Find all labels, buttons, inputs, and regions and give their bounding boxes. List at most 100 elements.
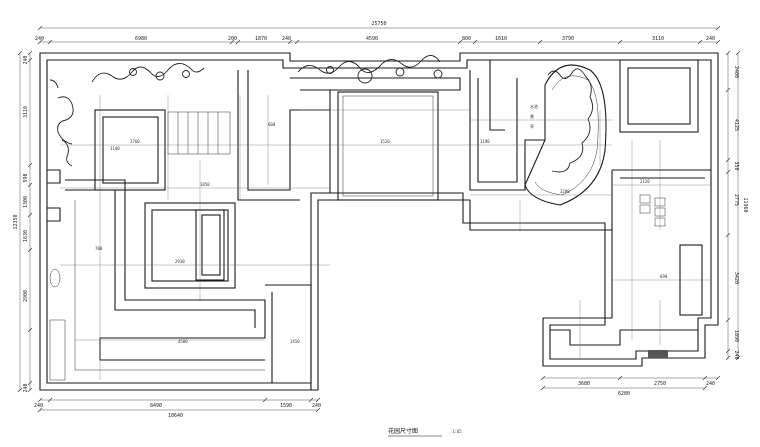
dim-top-5: 4590: [366, 36, 378, 42]
vine-left-top: [49, 79, 59, 89]
dimension-text: 25750 240 6980 200 1870 240 4590 800 161…: [13, 21, 748, 419]
dim-right-4: 3420: [733, 272, 739, 284]
dim-right-5: 1890: [733, 330, 739, 342]
dim-top-7: 1610: [495, 36, 507, 42]
pavilion-arc-inner: [534, 75, 599, 196]
interior-dim-10: 2120: [640, 179, 650, 184]
pavilion-block: [619, 59, 699, 133]
interior-dim-1: 1050: [200, 182, 210, 187]
interior-dim-2: 3520: [380, 139, 390, 144]
interior-dim-12: 1190: [480, 139, 490, 144]
dim-left-2: 590: [23, 173, 29, 182]
dim-top-4: 240: [282, 36, 291, 42]
partition-a: [237, 70, 300, 201]
drawing-title: 花园尺寸图: [388, 427, 418, 435]
interior-dim-4: 700: [95, 246, 103, 251]
left-column: [47, 169, 61, 222]
dim-right-0: 2400: [733, 66, 739, 78]
dim-right-1: 4125: [733, 119, 739, 131]
dim-left-0: 240: [23, 55, 29, 64]
inner-wall-outline: [46, 59, 712, 384]
title-block: 花园尺寸图 1:65: [388, 427, 462, 437]
central-planter-inner: [151, 209, 229, 282]
walkway-mid: [74, 200, 265, 371]
room-label-3: 亭: [530, 123, 534, 129]
pavilion-arc-outer: [524, 64, 607, 206]
dim-top-8: 3790: [562, 36, 574, 42]
dim-top-10: 240: [706, 36, 715, 42]
interior-dim-6: 1140: [110, 146, 120, 151]
dim-bottom-total: 10640: [168, 413, 183, 419]
vine-center: [297, 55, 441, 74]
dim-top-3: 1870: [255, 36, 267, 42]
dim-left-total: 12350: [13, 214, 19, 229]
left-tall-box: [49, 319, 66, 381]
partition-b: [247, 70, 330, 191]
right-dim-text: 2400 4125 350 2775 3420 1890 240 11960: [733, 66, 748, 360]
upper-left-block: [94, 109, 166, 191]
dim-bottom-2: 1590: [280, 403, 292, 409]
vine-center-ring: [357, 68, 373, 84]
dim-top-2: 200: [228, 36, 237, 42]
dim-right-2: 350: [733, 161, 739, 170]
dim-left-3: 1300: [23, 196, 29, 208]
pavilion-ornament: [547, 68, 593, 173]
left-dim-text: 240 3110 590 1300 1630 2900 240 12350: [13, 55, 29, 392]
dim-bottom-right-total: 6280: [618, 391, 630, 397]
interior-dim-9: 3280: [560, 189, 570, 194]
central-bench: [195, 209, 225, 281]
vine-left: [91, 63, 205, 83]
court-wall-1: [469, 70, 545, 191]
dim-left-1: 3110: [23, 106, 29, 118]
interior-dim-3: 600: [268, 122, 276, 127]
left-oval: [49, 268, 61, 288]
interior-dim-7: 4580: [178, 339, 188, 344]
dim-bottom-right-0: 3680: [578, 381, 590, 387]
walkway-inner: [65, 189, 256, 328]
dim-right-6: 240: [733, 350, 739, 359]
dim-bottom-right-1: 2750: [654, 381, 666, 387]
vine-left-lower: [61, 139, 73, 167]
dim-left-4: 1630: [23, 230, 29, 242]
dim-top-total: 25750: [371, 21, 386, 27]
dim-top-1: 6980: [135, 36, 147, 42]
interior-partitions: [47, 59, 711, 390]
vine-left-curl: [57, 96, 74, 145]
dim-right-3: 2775: [733, 194, 739, 206]
dim-bottom-3: 240: [312, 403, 321, 409]
interior-dim-11: 690: [660, 274, 668, 279]
dim-left-5: 2900: [23, 290, 29, 302]
top-ornaments: [49, 55, 443, 167]
central-bench-inner: [201, 214, 221, 276]
dimension-ticks: [17, 25, 741, 413]
room-label-1: 水池: [530, 103, 538, 109]
curved-pavilion: [524, 64, 607, 206]
drawing-scale: 1:65: [452, 429, 462, 434]
interior-dim-5: 2930: [175, 259, 185, 264]
bottom-right-room: [550, 329, 698, 346]
dim-left-6: 240: [23, 383, 29, 392]
dim-right-total: 11960: [742, 197, 748, 212]
partition-d: [290, 77, 461, 91]
court-wall-2: [477, 78, 518, 183]
right-partition: [611, 169, 711, 230]
terrace-room: [337, 91, 439, 201]
upper-left-block-inner: [102, 116, 159, 184]
bottom-right-hatch: [648, 350, 668, 358]
interior-dim-lines: [60, 95, 711, 380]
outer-walls: [39, 52, 719, 391]
dim-bottom-right-2: 240: [706, 381, 715, 387]
dim-top-0: 240: [35, 36, 44, 42]
central-planter: [144, 202, 236, 289]
tower-block: [265, 284, 312, 390]
dim-bottom-0: 240: [34, 403, 43, 409]
dim-top-6: 800: [462, 36, 471, 42]
dim-bottom-1: 8490: [150, 403, 162, 409]
court-wall-3: [489, 60, 505, 131]
outer-wall-outline: [39, 52, 719, 391]
interior-dim-8: 1450: [290, 339, 300, 344]
dimension-lines: [17, 25, 741, 413]
